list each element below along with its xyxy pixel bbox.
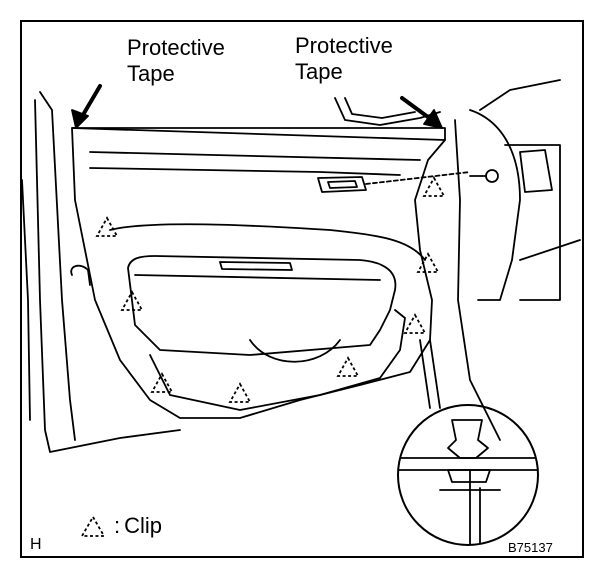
dashed-triangle-icon bbox=[80, 515, 106, 538]
arrow-right bbox=[400, 96, 434, 122]
door-trim-outline bbox=[71, 127, 446, 419]
pocket-scoop bbox=[249, 339, 341, 363]
belt-line-upper bbox=[89, 151, 421, 161]
corner-letter: H bbox=[30, 536, 42, 553]
body-pillar-right-2 bbox=[469, 109, 521, 301]
clip-marker-icon bbox=[337, 357, 359, 377]
clip-marker-icon bbox=[151, 373, 173, 393]
protective-tape-label-left: Protective Tape bbox=[127, 35, 225, 86]
seat-belt-area bbox=[504, 144, 561, 301]
pocket-lower bbox=[149, 309, 406, 411]
handle-dashed-line bbox=[365, 171, 471, 185]
figure-code: B75137 bbox=[508, 540, 553, 555]
body-pillar-left-edge bbox=[21, 179, 31, 421]
arrow-left-head bbox=[71, 109, 89, 129]
clip-detail-circle bbox=[397, 404, 539, 546]
legend-text: Clip bbox=[124, 513, 163, 538]
body-pillar-right bbox=[454, 119, 501, 441]
lock-knob bbox=[70, 264, 91, 286]
armrest-top-edge bbox=[134, 274, 381, 281]
clip-markers bbox=[96, 177, 445, 403]
body-line-right bbox=[479, 79, 561, 111]
trim-inner-curve bbox=[109, 223, 426, 261]
legend-separator: : bbox=[114, 513, 121, 538]
body-pillar-left bbox=[34, 99, 181, 453]
callout-leader-2 bbox=[429, 339, 441, 409]
window-seal-line bbox=[71, 127, 446, 141]
armrest-upper bbox=[127, 255, 397, 356]
clip-marker-icon bbox=[96, 217, 118, 237]
side-panel bbox=[519, 149, 553, 193]
belt-line-lower bbox=[89, 167, 401, 176]
clip-marker-icon bbox=[423, 177, 445, 197]
screw bbox=[485, 169, 499, 183]
body-line-right-2 bbox=[519, 239, 581, 261]
armrest-switch bbox=[219, 261, 293, 271]
window-frame-top-2 bbox=[344, 97, 416, 119]
inner-handle bbox=[317, 176, 367, 193]
callout-leader-1 bbox=[419, 339, 431, 409]
protective-tape-label-right: Protective Tape bbox=[295, 33, 393, 84]
clip-detail bbox=[398, 419, 538, 545]
inner-handle-recess bbox=[327, 180, 358, 189]
diagram-frame bbox=[20, 20, 584, 558]
legend: :Clip bbox=[78, 513, 162, 540]
clip-marker-icon bbox=[229, 383, 251, 403]
arrow-right-head bbox=[423, 109, 443, 129]
clip-marker-icon bbox=[404, 314, 426, 334]
body-pillar-left-inner bbox=[39, 91, 76, 441]
